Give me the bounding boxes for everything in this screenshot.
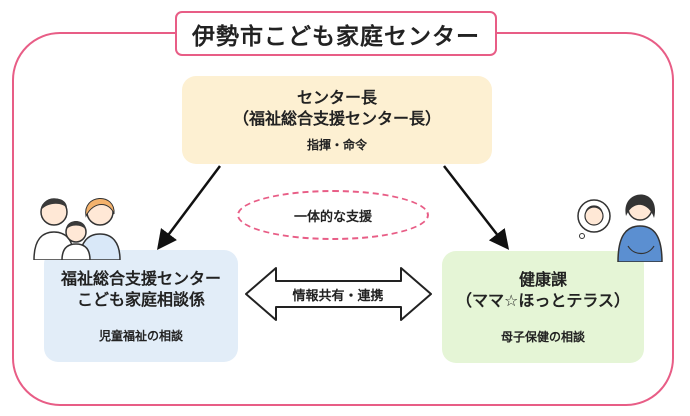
health-division-box: 健康課 （ママ☆ほっとテラス） 母子保健の相談 [442, 251, 644, 363]
left-box-role: 児童福祉の相談 [98, 329, 183, 343]
bidirectional-arrow-icon [245, 267, 432, 321]
director-title: センター長 [296, 88, 377, 107]
left-box-line1: 福祉総合支援センター [60, 269, 221, 288]
right-box-line1: 健康課 [518, 270, 567, 289]
family-illustration-icon [33, 198, 121, 260]
center-director-box: センター長 （福祉総合支援センター長） 指揮・命令 [182, 76, 492, 164]
director-role: 指揮・命令 [306, 138, 367, 152]
integrated-support-ellipse: 一体的な支援 [237, 190, 429, 240]
arrow-to-right-box [443, 165, 510, 250]
mother-baby-illustration-icon [577, 194, 663, 262]
right-box-role: 母子保健の相談 [500, 330, 585, 344]
info-sharing-label: 情報共有・連携 [278, 283, 398, 305]
integrated-support-label: 一体的な支援 [293, 209, 372, 225]
left-box-line2: こども家庭相談係 [76, 290, 205, 309]
info-sharing-text: 情報共有・連携 [292, 288, 384, 304]
right-box-line2: （ママ☆ほっとテラス） [455, 291, 631, 310]
arrow-to-left-box [157, 165, 221, 250]
child-family-consultation-box: 福祉総合支援センター こども家庭相談係 児童福祉の相談 [44, 250, 238, 362]
page-title: 伊勢市こども家庭センター [175, 11, 497, 56]
page-title-text: 伊勢市こども家庭センター [192, 23, 480, 50]
director-subtitle: （福祉総合支援センター長） [232, 109, 441, 128]
